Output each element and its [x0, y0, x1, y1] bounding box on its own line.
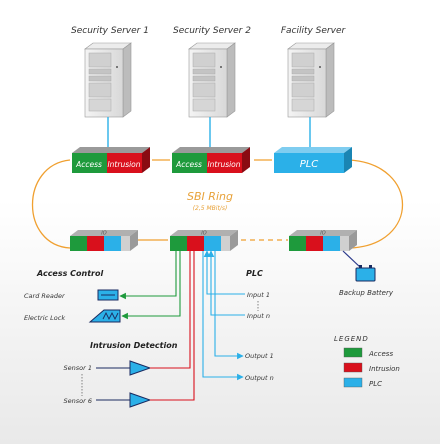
legend-swatch-access	[343, 347, 363, 358]
module-2-intrusion-label: Intrusion	[207, 160, 240, 169]
access-control-title: Access Control	[36, 269, 103, 278]
output-1-label: Output 1	[245, 352, 274, 360]
electric-lock-wire	[121, 251, 181, 320]
plc-title: PLC	[246, 269, 263, 278]
output-n-label: Output n	[245, 374, 274, 382]
plc-module-top[interactable]: PLC	[274, 147, 352, 173]
server-2-label: Security Server 2	[173, 26, 251, 36]
legend-swatch-intrusion	[343, 362, 363, 373]
battery-icon[interactable]	[355, 265, 376, 282]
sensor-1-label: Sensor 1	[64, 364, 92, 372]
ring-right-arc	[349, 159, 403, 249]
security-module-1[interactable]: Access Intrusion	[72, 147, 150, 173]
server-1[interactable]	[84, 42, 132, 118]
electric-lock-icon[interactable]	[88, 309, 121, 323]
output-1-wire	[214, 251, 244, 360]
backup-battery-label: Backup Battery	[339, 289, 394, 297]
legend-label-access: Access	[368, 350, 393, 358]
legend-swatch-plc	[343, 377, 363, 388]
card-reader-icon[interactable]	[97, 289, 119, 301]
security-module-2[interactable]: Access Intrusion	[172, 147, 250, 173]
module-1-intrusion-label: Intrusion	[107, 160, 140, 169]
server-1-label: Security Server 1	[71, 26, 149, 36]
card-reader-wire	[119, 251, 177, 300]
legend-label-intrusion: Intrusion	[369, 365, 400, 373]
sensor-n-label: Sensor 6	[64, 397, 92, 405]
io-module-center-label: IO	[201, 231, 206, 237]
module-1-access-label: Access	[75, 160, 102, 169]
ring-title: SBI Ring	[187, 190, 233, 203]
io-module-right-label: IO	[320, 231, 325, 237]
sensor-1-wire	[150, 251, 191, 369]
sensor-n-wire	[150, 251, 195, 401]
intrusion-detection-title: Intrusion Detection	[90, 341, 178, 350]
legend-label-plc: PLC	[369, 380, 382, 388]
io-module-right[interactable]: IO	[289, 230, 357, 251]
input-1-label: Input 1	[247, 291, 270, 299]
plc-module-label: PLC	[300, 159, 319, 170]
sensor-1-icon[interactable]	[96, 360, 152, 376]
electric-lock-label: Electric Lock	[24, 314, 65, 322]
input-n-label: Input n	[247, 312, 270, 320]
io-module-left-label: IO	[101, 231, 106, 237]
input-1-wire	[203, 250, 245, 295]
facility-server-label: Facility Server	[281, 26, 347, 36]
battery-link	[342, 250, 362, 269]
module-2-access-label: Access	[175, 160, 202, 169]
legend-title: LEGEND	[334, 335, 369, 343]
ring-speed: (2,5 MBit/s)	[193, 205, 228, 212]
input-n-wire	[207, 250, 245, 316]
card-reader-label: Card Reader	[24, 292, 66, 300]
legend: LEGEND Access Intrusion PLC	[334, 335, 400, 388]
io-module-center[interactable]: IO	[170, 230, 238, 251]
output-n-wire	[202, 251, 244, 381]
ring-left-arc	[31, 159, 71, 249]
sensor-n-icon[interactable]	[96, 392, 152, 408]
io-module-left[interactable]: IO	[70, 230, 138, 251]
server-2[interactable]	[188, 42, 236, 118]
facility-server[interactable]	[287, 42, 335, 118]
